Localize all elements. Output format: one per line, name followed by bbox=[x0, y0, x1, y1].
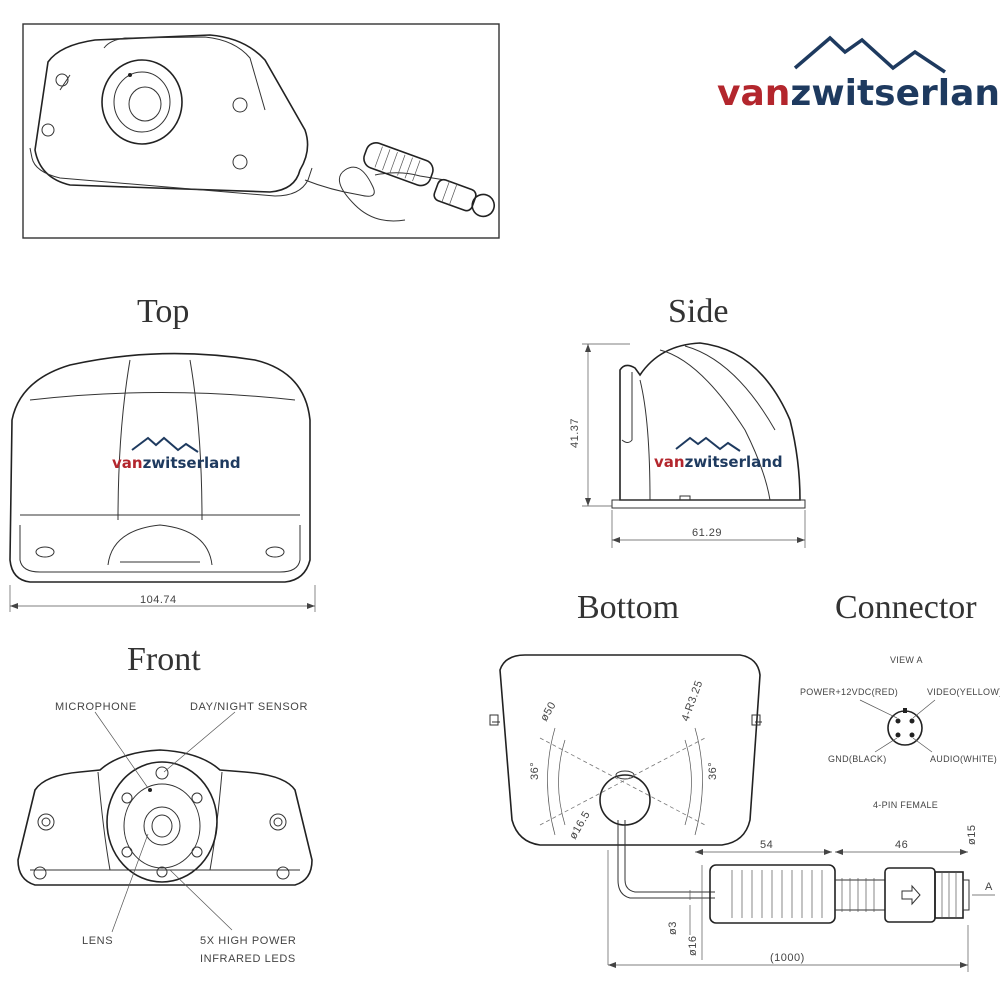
mountain-icon bbox=[675, 436, 741, 452]
dim-dia-16: ø16 bbox=[687, 936, 699, 956]
label-lens: LENS bbox=[82, 935, 113, 947]
top-view: vanzwitserland 104.74 bbox=[9, 352, 316, 612]
pin-power: POWER+12VDC(RED) bbox=[800, 687, 898, 697]
title-front: Front bbox=[127, 641, 201, 678]
label-view-a: VIEW A bbox=[890, 655, 923, 665]
dim-dia-16-5: ø16.5 bbox=[567, 809, 593, 842]
dim-length-54: 54 bbox=[760, 839, 773, 851]
label-connector-type: 4-PIN FEMALE bbox=[873, 800, 938, 810]
side-view: vanzwitserland 41.37 61.29 bbox=[569, 342, 806, 548]
dim-angle-left: 36° bbox=[529, 762, 541, 780]
brand-logo: vanzwitserland bbox=[717, 35, 1000, 114]
front-view: MICROPHONE DAY/NIGHT SENSOR LENS 5X HIGH… bbox=[17, 701, 313, 965]
dim-dia-15: ø15 bbox=[966, 825, 978, 845]
pin-video: VIDEO(YELLOW) bbox=[927, 687, 1000, 697]
pin-gnd: GND(BLACK) bbox=[828, 754, 887, 764]
dim-length-46: 46 bbox=[895, 839, 908, 851]
dim-dia-3: ø3 bbox=[667, 921, 679, 935]
brand-text-zwitserland: zwitserland bbox=[143, 454, 241, 472]
dim-top-width: 104.74 bbox=[140, 594, 177, 606]
dim-side-height: 41.37 bbox=[569, 418, 581, 448]
brand-text-zwitserland: zwitserland bbox=[685, 453, 783, 471]
mountain-icon bbox=[793, 35, 946, 74]
label-ir-line2: INFRARED LEDS bbox=[200, 953, 296, 965]
pin-audio: AUDIO(WHITE) bbox=[930, 754, 997, 764]
label-ir-line1: 5X HIGH POWER bbox=[200, 935, 296, 947]
dim-view-a-marker: A bbox=[985, 881, 993, 893]
brand-text-van: van bbox=[112, 454, 143, 472]
label-microphone: MICROPHONE bbox=[55, 701, 137, 713]
mountain-icon bbox=[131, 436, 199, 453]
dim-angle-right: 36° bbox=[707, 762, 719, 780]
title-connector: Connector bbox=[835, 589, 977, 626]
svg-text:vanzwitserland: vanzwitserland bbox=[654, 453, 783, 471]
title-top: Top bbox=[137, 293, 189, 330]
label-day-night-sensor: DAY/NIGHT SENSOR bbox=[190, 701, 308, 713]
dim-bottom-dia50: ø50 bbox=[538, 700, 559, 724]
bottom-view: ø50 4-R3.25 36° 36° ø16.5 bbox=[489, 654, 762, 965]
dim-bottom-radius: 4-R3.25 bbox=[680, 679, 706, 723]
connector-assembly: 54 46 ø15 A ø3 ø16 bbox=[608, 825, 995, 972]
brand-text-zwitserland: zwitserland bbox=[790, 73, 1000, 114]
dim-cable-length: (1000) bbox=[770, 952, 805, 964]
isometric-preview bbox=[22, 23, 500, 239]
brand-text-van: van bbox=[717, 73, 790, 114]
svg-text:vanzwitserland: vanzwitserland bbox=[717, 73, 1000, 114]
connector-pinout: VIEW A POWER+12VDC(RED) VIDEO(YELLOW) GN… bbox=[800, 655, 1000, 810]
title-bottom: Bottom bbox=[577, 589, 679, 626]
dim-side-width: 61.29 bbox=[692, 527, 722, 539]
svg-text:vanzwitserland: vanzwitserland bbox=[112, 454, 241, 472]
title-side: Side bbox=[668, 293, 728, 330]
brand-text-van: van bbox=[654, 453, 685, 471]
